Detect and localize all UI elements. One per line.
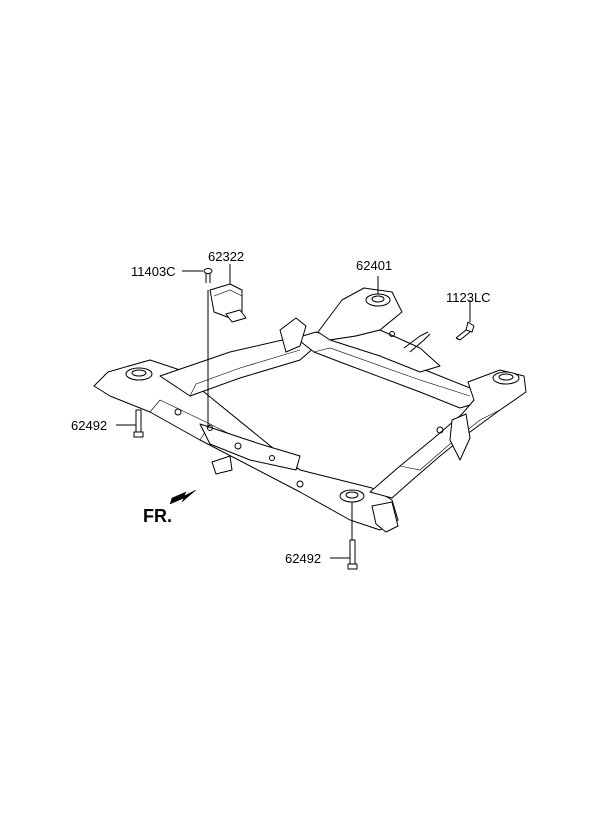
bolt-11403c bbox=[203, 268, 213, 283]
label-1123lc: 1123LC bbox=[446, 290, 491, 305]
label-62401: 62401 bbox=[356, 258, 392, 273]
bracket-62322 bbox=[209, 283, 247, 323]
bolt-1123lc bbox=[455, 321, 475, 341]
label-62492-front: 62492 bbox=[285, 551, 321, 566]
label-62492-left: 62492 bbox=[71, 418, 107, 433]
front-crossmember-subframe bbox=[93, 287, 527, 533]
bolt-62492-left bbox=[133, 409, 144, 438]
bolt-62492-front bbox=[347, 539, 358, 570]
label-62322: 62322 bbox=[208, 249, 244, 264]
front-direction-label: FR. bbox=[143, 506, 172, 526]
label-11403c: 11403C bbox=[131, 264, 176, 279]
front-direction-arrow-icon bbox=[169, 489, 197, 505]
